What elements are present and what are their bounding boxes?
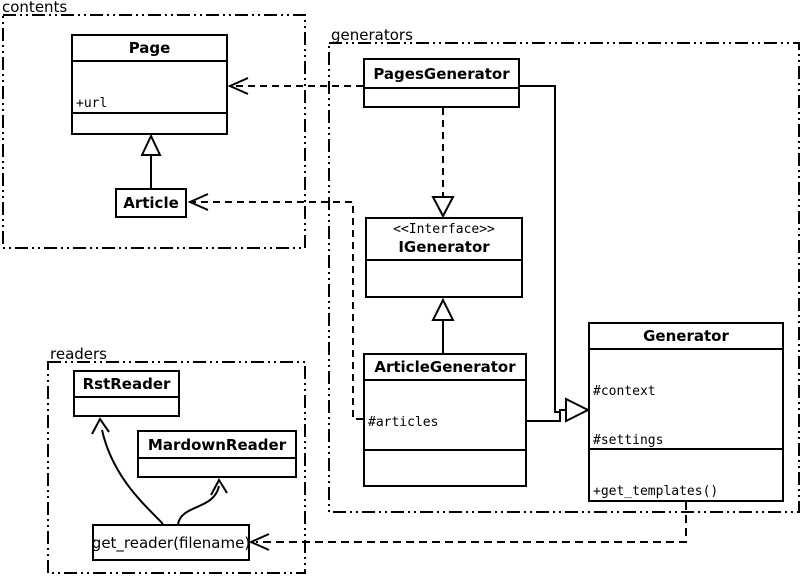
package-label-generators: generators — [331, 26, 413, 44]
class-page-attributes: +url +slug +summary — [73, 60, 226, 112]
class-articlegenerator-attributes: #articles #dates #tags #categories — [365, 379, 525, 449]
class-rstreader-title: RstReader — [82, 375, 171, 393]
generalization-articlegenerator-to-generator — [527, 397, 591, 423]
class-generator-title: Generator — [643, 327, 729, 345]
class-pagesgenerator-title: PagesGenerator — [373, 64, 510, 83]
attribute: +url — [76, 95, 108, 111]
package-border-readers — [47, 361, 306, 574]
package-label-readers: readers — [50, 345, 107, 363]
generalization-pagesgenerator-to-generator — [520, 85, 560, 413]
realization-pagesgenerator-to-igenerator — [431, 108, 455, 219]
attribute: #settings — [593, 433, 664, 448]
class-pagesgenerator: PagesGenerator #pages — [363, 58, 520, 108]
attribute: #context — [593, 383, 656, 399]
attribute: #articles — [368, 414, 439, 430]
package-label-contents: contents — [2, 0, 68, 16]
class-igenerator: <<Interface>> IGenerator +generate_conte… — [365, 217, 523, 298]
dependency-pagesgenerator-to-page — [227, 77, 363, 95]
dependency-generator-to-getreader — [248, 502, 687, 551]
method: +get_templates() — [593, 483, 719, 499]
association-getreader-to-mardownreader — [177, 477, 228, 525]
dependency-articlegenerator-to-article — [187, 193, 363, 420]
class-article-title: Article — [123, 194, 179, 212]
class-articlegenerator-methods: +generate_feeds() +generate_pages() — [365, 449, 525, 485]
class-mardownreader-title: MardownReader — [147, 435, 287, 454]
class-pagesgenerator-attributes: #pages — [365, 87, 518, 106]
class-generator-methods: +get_templates() +get_files(path,exclude… — [590, 448, 782, 500]
package-border-generators — [328, 42, 800, 513]
class-igenerator-title: <<Interface>> IGenerator — [367, 219, 521, 259]
association-getreader-to-rstreader — [91, 417, 164, 525]
class-generator-attributes: #context #settings #path #theme #output_… — [590, 348, 782, 448]
function-get-reader: get_reader(filename) — [92, 524, 250, 561]
class-mardownreader: MardownReader +read() — [137, 430, 297, 478]
class-page: Page +url +slug +summary +check_properti… — [71, 34, 228, 135]
class-mardownreader-methods: +read() — [139, 457, 295, 476]
function-get-reader-label: get_reader(filename) — [91, 533, 251, 552]
class-name: IGenerator — [398, 238, 490, 256]
method: +generate_context() — [370, 295, 519, 296]
class-rstreader-methods: +read() — [75, 396, 178, 415]
stereotype-label: <<Interface>> — [393, 222, 495, 237]
class-article: Article — [115, 188, 187, 218]
generalization-article-to-page — [140, 133, 162, 188]
generalization-articlegenerator-to-igenerator — [431, 297, 455, 353]
class-articlegenerator-title: ArticleGenerator — [374, 358, 516, 376]
package-border-contents — [2, 14, 306, 249]
class-generator: Generator #context #settings #path #them… — [588, 322, 784, 502]
class-rstreader: RstReader +read() — [73, 370, 180, 417]
class-page-title: Page — [128, 39, 171, 57]
class-page-methods: +check_properties() — [73, 112, 226, 133]
class-igenerator-methods: +generate_context() +generate_output() — [367, 259, 521, 296]
class-articlegenerator: ArticleGenerator #articles #dates #tags … — [363, 353, 527, 487]
